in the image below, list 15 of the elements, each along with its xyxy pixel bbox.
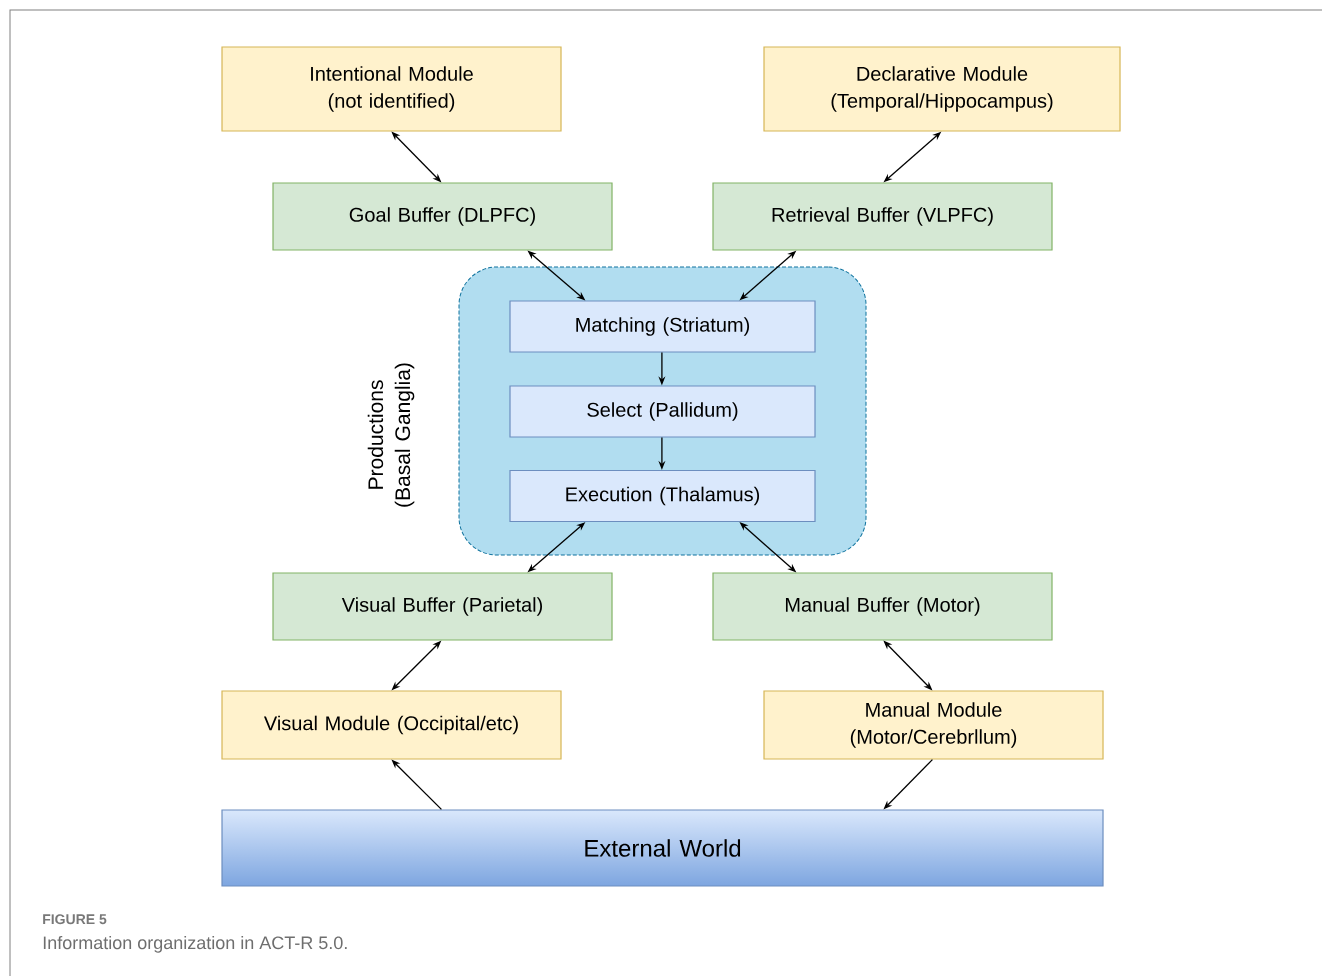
- buffer-box: Retrieval Buffer (VLPFC): [712, 182, 1053, 251]
- figure-number: FIGURE 5: [43, 914, 107, 925]
- buffer-box: Manual Buffer (Motor): [712, 572, 1053, 641]
- caption: Information organization in ACT-R 5.0.: [43, 935, 347, 953]
- world-box: External World: [221, 809, 1104, 887]
- module-box: Manual Module (Motor/Cerebrllum): [763, 690, 1104, 760]
- stage-box: Select (Pallidum): [509, 385, 816, 438]
- buffer-box: Goal Buffer (DLPFC): [272, 182, 613, 251]
- group-heading: Productions (Basal Ganglia): [367, 363, 415, 507]
- stage-box: Matching (Striatum): [509, 300, 816, 353]
- stage-box: Execution (Thalamus): [509, 469, 816, 523]
- buffer-box: Visual Buffer (Parietal): [272, 572, 613, 641]
- module-box: Visual Module (Occipital/etc): [221, 690, 562, 760]
- module-box: Intentional Module (not identified): [221, 46, 562, 132]
- module-box: Declarative Module (Temporal/Hippocampus): [763, 46, 1121, 132]
